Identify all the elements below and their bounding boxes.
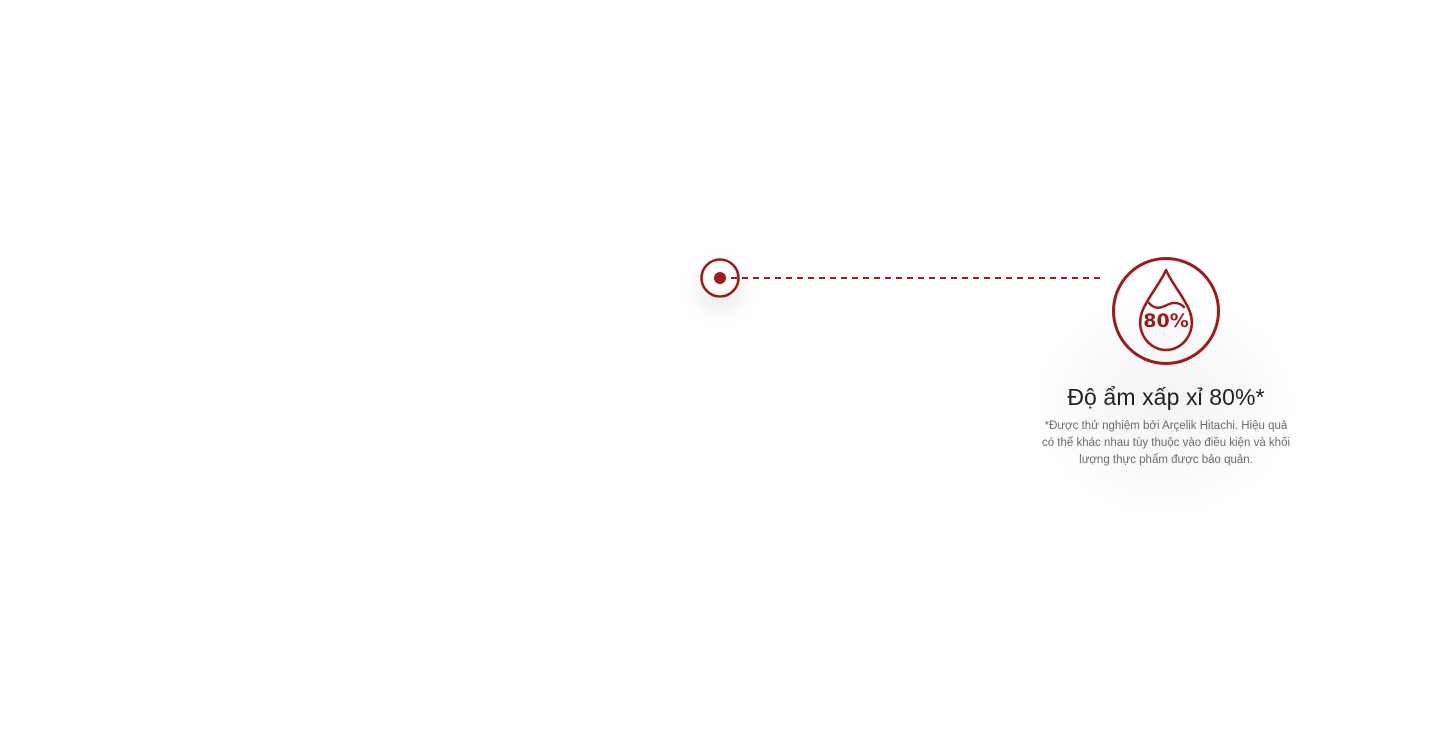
icon-percent-label: 80%	[1143, 310, 1188, 332]
feature-disclaimer: *Được thử nghiệm bởi Arçelik Hitachi. Hi…	[1041, 420, 1291, 466]
water-drop-humidity-icon: 80%	[1112, 257, 1220, 365]
feature-title: Độ ẩm xấp xỉ 80%*	[1067, 384, 1265, 410]
target-dot-icon	[700, 258, 740, 298]
feature-card: 80% Độ ẩm xấp xỉ 80%* *Được thử nghiệm b…	[1035, 256, 1297, 469]
connector-line	[731, 277, 1101, 279]
